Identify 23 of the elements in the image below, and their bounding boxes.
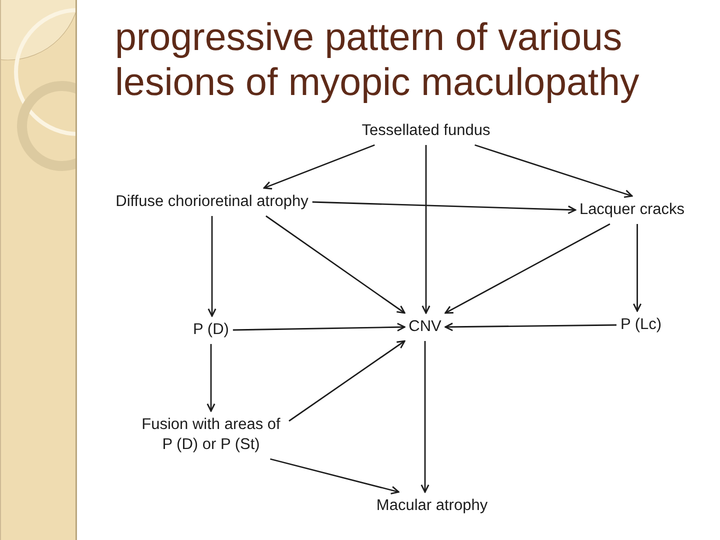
lesion-label: P (D) bbox=[193, 320, 229, 340]
lesion-label: Fusion with areas of P (D) or P (St) bbox=[137, 415, 285, 455]
arrow bbox=[632, 224, 642, 312]
arrow bbox=[206, 344, 216, 412]
arrow bbox=[270, 458, 400, 494]
arrow bbox=[232, 322, 406, 332]
arrow bbox=[420, 341, 430, 493]
slide-title: progressive pattern of various lesions of myopic maculopathy bbox=[115, 15, 640, 105]
lesion-label: Macular atrophy bbox=[376, 496, 488, 516]
arrow bbox=[444, 223, 610, 314]
lesion-label: Tessellated fundus bbox=[362, 121, 490, 141]
arrow bbox=[474, 144, 633, 198]
arrow bbox=[444, 322, 616, 332]
arrow bbox=[422, 145, 430, 314]
arrow bbox=[208, 216, 216, 317]
lesion-label: P (Lc) bbox=[620, 315, 662, 335]
lesion-label: Diffuse chorioretinal atrophy bbox=[116, 192, 308, 212]
lesion-label: Lacquer cracks bbox=[579, 200, 685, 220]
arrow bbox=[263, 144, 375, 190]
arrow bbox=[288, 340, 406, 422]
lesion-label: CNV bbox=[408, 317, 442, 337]
arrow bbox=[312, 201, 576, 214]
arrow bbox=[266, 215, 406, 314]
